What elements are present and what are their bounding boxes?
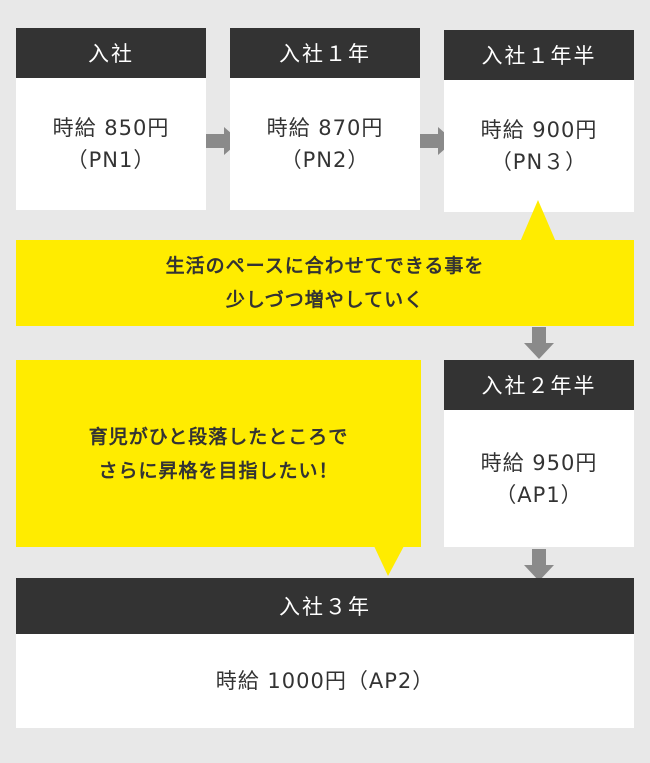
step-box-4: 入社２年半 時給 950円 （AP1） — [444, 360, 634, 547]
step-body: 時給 1000円（AP2） — [16, 634, 634, 728]
speech-tail-icon — [520, 200, 556, 242]
step-box-5: 入社３年 時給 1000円（AP2） — [16, 578, 634, 728]
step-title: 入社１年半 — [444, 30, 634, 80]
step-wage: 時給 950円 — [480, 450, 598, 475]
step-box-2: 入社１年 時給 870円 （PN2） — [230, 28, 420, 210]
speech-bubble-1: 生活のペースに合わせてできる事を 少しづつ増やしていく — [16, 240, 634, 326]
step-box-3: 入社１年半 時給 900円 （PN３） — [444, 30, 634, 212]
step-title: 入社 — [16, 28, 206, 78]
bubble-line: さらに昇格を目指したい！ — [98, 459, 339, 482]
arrow-down-icon — [524, 327, 554, 359]
step-wage: 時給 900円 — [480, 118, 598, 142]
step-wage: 時給 850円 — [52, 116, 170, 140]
step-body: 時給 870円 （PN2） — [230, 78, 420, 210]
step-body: 時給 900円 （PN３） — [444, 80, 634, 212]
bubble-line: 生活のペースに合わせてできる事を — [165, 255, 485, 277]
speech-bubble-2: 育児がひと段落したところで さらに昇格を目指したい！ — [16, 360, 421, 547]
step-body: 時給 850円 （PN1） — [16, 78, 206, 210]
step-wage: 時給 1000円（AP2） — [215, 669, 435, 693]
step-grade: （PN1） — [66, 148, 156, 172]
step-title: 入社１年 — [230, 28, 420, 78]
step-grade: （PN2） — [280, 148, 370, 172]
bubble-line: 少しづつ増やしていく — [225, 289, 425, 311]
step-title: 入社３年 — [16, 578, 634, 634]
arrow-down-icon — [524, 549, 554, 581]
step-grade: （PN３） — [490, 150, 588, 174]
step-body: 時給 950円 （AP1） — [444, 410, 634, 547]
step-grade: （AP1） — [495, 482, 583, 507]
bubble-line: 育児がひと段落したところで — [88, 425, 349, 448]
step-wage: 時給 870円 — [266, 116, 384, 140]
speech-tail-icon — [374, 546, 404, 576]
step-box-1: 入社 時給 850円 （PN1） — [16, 28, 206, 210]
step-title: 入社２年半 — [444, 360, 634, 410]
